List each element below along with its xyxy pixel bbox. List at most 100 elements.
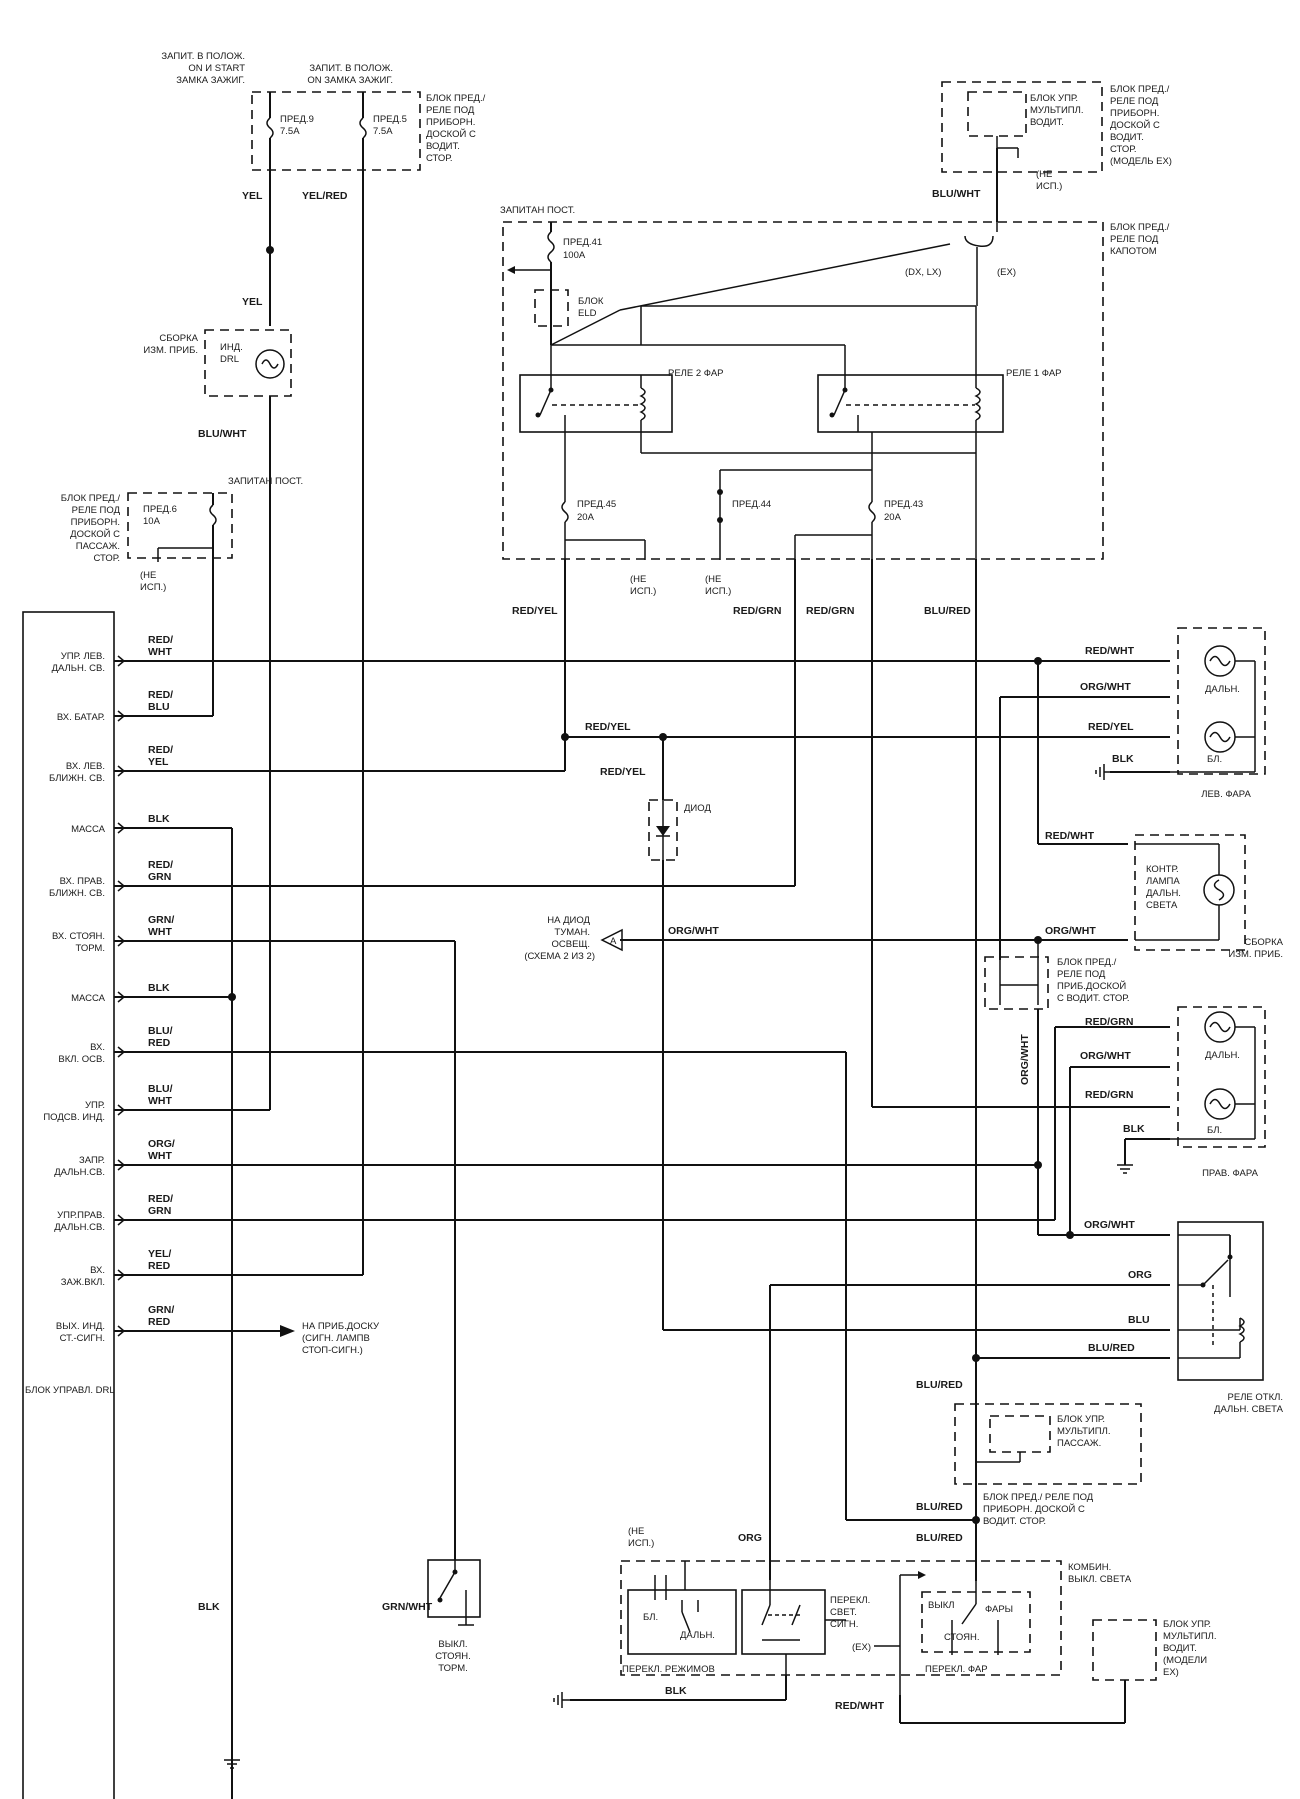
small-box-label-2: РЕЛЕ ПОД <box>1057 969 1106 980</box>
relay1-coil-icon <box>974 387 981 421</box>
indicator-meter-2: ИЗМ. ПРИБ. <box>1228 949 1283 960</box>
fuse43-icon <box>868 501 876 523</box>
pass-box-label-1: БЛОК ПРЕД./ <box>61 493 121 504</box>
dash-box-outline <box>251 91 421 171</box>
mux-ex-4: (МОДЕЛИ <box>1163 1655 1207 1666</box>
drl-wire-label: WHT <box>148 1095 172 1107</box>
left-headlight-label: ЛЕВ. ФАРА <box>1201 789 1251 800</box>
drl-wire-label: GRN <box>148 1205 171 1217</box>
left-high-label: ДАЛЬН. <box>1205 684 1240 695</box>
high-beam-cutoff-relay: РЕЛЕ ОТКЛ. ДАЛЬН. СВЕТА <box>1177 1221 1284 1415</box>
nc-label-1: (НЕ <box>140 570 156 581</box>
drl-control-unit: БЛОК УПРАВЛ. DRL УПР. ЛЕВ.ДАЛЬН. СВ.RED/… <box>22 611 175 1799</box>
wire-label-blk-left: BLK <box>1112 753 1134 765</box>
combo-title-1: КОМБИН. <box>1068 1562 1111 1573</box>
fuse41-icon <box>547 231 555 263</box>
dimmer-switch <box>627 1589 737 1655</box>
indicator-label-4: СВЕТА <box>1146 900 1178 911</box>
fuse9-label: ПРЕД.9 <box>280 114 314 125</box>
indicator-meter-1: СБОРКА <box>1244 937 1283 948</box>
small-box-label-1: БЛОК ПРЕД./ <box>1057 957 1117 968</box>
dash-box-label-3: ПРИБОРН. <box>426 117 475 128</box>
hood-label-3: КАПОТОМ <box>1110 246 1157 257</box>
fog-ref-3: ОСВЕЩ. <box>552 939 590 950</box>
combo-park-label: СТОЯН. <box>944 1632 979 1643</box>
drl-wire-label: WHT <box>148 926 172 938</box>
drl-pin-label: ВХ. ЛЕВ. <box>66 761 105 772</box>
ig-on-label-1: ЗАПИТ. В ПОЛОЖ. <box>309 63 393 74</box>
drl-wire-label: GRN/ <box>148 914 174 926</box>
wire-label-blk-right: BLK <box>1123 1123 1145 1135</box>
wire-label-red-grn-4: RED/GRN <box>1085 1089 1133 1101</box>
fuse9-icon <box>266 117 274 139</box>
mux-driver-box-1: БЛОК ПРЕД./ <box>1110 84 1170 95</box>
wire-label-org-wht-5: ORG/WHT <box>1084 1219 1135 1231</box>
indicator-label-1: КОНТР. <box>1146 864 1179 875</box>
flash-label-1: ПЕРЕКЛ. <box>830 1595 870 1606</box>
fuse6-icon <box>209 504 217 526</box>
fuse45-icon <box>561 501 569 523</box>
hood-nc-1: (НЕ <box>630 574 646 585</box>
mux-driver-box-7: (МОДЕЛЬ EX) <box>1110 156 1172 167</box>
indicator-label-2: ЛАМПА <box>1146 876 1180 887</box>
wire-label-red-wht-3: RED/WHT <box>835 1700 885 1712</box>
combination-light-switch: КОМБИН. ВЫКЛ. СВЕТА (НЕ ИСП.) ORG БЛ. ДА… <box>620 1526 1132 1695</box>
pass-box-label-2: РЕЛЕ ПОД <box>72 505 121 516</box>
mux-ex-2: МУЛЬТИПЛ. <box>1163 1631 1216 1642</box>
drl-wire-label: RED/ <box>148 634 173 646</box>
passing-switch <box>741 1589 826 1655</box>
drl-pin-label: БЛИЖН. СВ. <box>49 773 105 784</box>
drl-pin-label: УПР. <box>85 1100 105 1111</box>
fuse43-rating: 20A <box>884 512 902 523</box>
wire-label-blu-red-3: BLU/RED <box>916 1379 963 1391</box>
wire-label-blk-drl: BLK <box>198 1601 220 1613</box>
mux-driver-box-6: СТОР. <box>1110 144 1137 155</box>
right-low-label: БЛ. <box>1207 1125 1222 1136</box>
drl-wire-label: YEL/ <box>148 1248 171 1260</box>
drl-wire-label: RED/ <box>148 689 173 701</box>
drl-pin-label: ВХ. БАТАР. <box>57 712 105 723</box>
wire-label-blk-bottom: BLK <box>665 1685 687 1697</box>
fuse41-label: ПРЕД.41 <box>563 237 602 248</box>
wire-label-blu-red-5: BLU/RED <box>916 1532 963 1544</box>
ig-on-label-2: ON ЗАМКА ЗАЖИГ. <box>307 75 393 86</box>
mux-ex-1: БЛОК УПР. <box>1163 1619 1211 1630</box>
combo-low-label: БЛ. <box>643 1612 658 1623</box>
drl-wire-label: RED/ <box>148 859 173 871</box>
pass-box-label-5: ПАССАЖ. <box>76 541 120 552</box>
mux-driver-box-2: РЕЛЕ ПОД <box>1110 96 1159 107</box>
drl-pin-label: МАССА <box>71 993 106 1004</box>
drl-pin-label: ДАЛЬН.СВ. <box>54 1222 105 1233</box>
combo-heads-label: ФАРЫ <box>985 1604 1013 1615</box>
fuse5-icon <box>359 117 367 139</box>
dash-box-small: БЛОК ПРЕД./ РЕЛЕ ПОД ПРИБ.ДОСКОЙ С ВОДИТ… <box>984 940 1129 1010</box>
drl-pin-label: СТ.-СИГН. <box>60 1333 105 1344</box>
mux-pass-box-2: ПРИБОРН. ДОСКОЙ С <box>983 1503 1085 1515</box>
mux-driver-box-5: ВОДИТ. <box>1110 132 1144 143</box>
drl-pin-label: ТОРМ. <box>75 943 105 954</box>
multiplex-driver: БЛОК УПР. МУЛЬТИПЛ. ВОДИТ. БЛОК ПРЕД./ Р… <box>941 81 1172 192</box>
dimmer-coil-icon <box>1238 1317 1245 1343</box>
drl-pin-label: ВХ. ПРАВ. <box>60 876 105 887</box>
drl-pin-label: УПР.ПРАВ. <box>57 1210 105 1221</box>
wire-label-org-wht-1: ORG/WHT <box>1080 681 1131 693</box>
mux-pass-unit-2: МУЛЬТИПЛ. <box>1057 1426 1110 1437</box>
ig-on-start-label-2: ON И START <box>188 63 245 74</box>
fuse5-label: ПРЕД.5 <box>373 114 407 125</box>
headlight-relay-2 <box>519 374 673 433</box>
drl-wire-label: BLK <box>148 982 170 994</box>
mux-pass-unit-1: БЛОК УПР. <box>1057 1414 1105 1425</box>
left-headlight: ЛЕВ. ФАРА ДАЛЬН. БЛ. <box>1170 627 1266 800</box>
right-headlight-label: ПРАВ. ФАРА <box>1202 1168 1259 1179</box>
fuse6-power-label: ЗАПИТАН ПОСТ. <box>228 476 303 487</box>
fuse45-label: ПРЕД.45 <box>577 499 616 510</box>
pass-box-label-4: ДОСКОЙ С <box>70 528 120 540</box>
drl-wire-label: ORG/ <box>148 1138 175 1150</box>
hood-label-1: БЛОК ПРЕД./ <box>1110 222 1170 233</box>
wire-label-red-wht-1: RED/WHT <box>1085 645 1135 657</box>
meter-label-2: ИЗМ. ПРИБ. <box>143 345 198 356</box>
drl-wire-label: RED <box>148 1316 171 1328</box>
meter-drl-indicator: СБОРКА ИЗМ. ПРИБ. ИНД. DRL <box>143 329 292 397</box>
combo-off-label: ВЫКЛ <box>928 1600 955 1611</box>
